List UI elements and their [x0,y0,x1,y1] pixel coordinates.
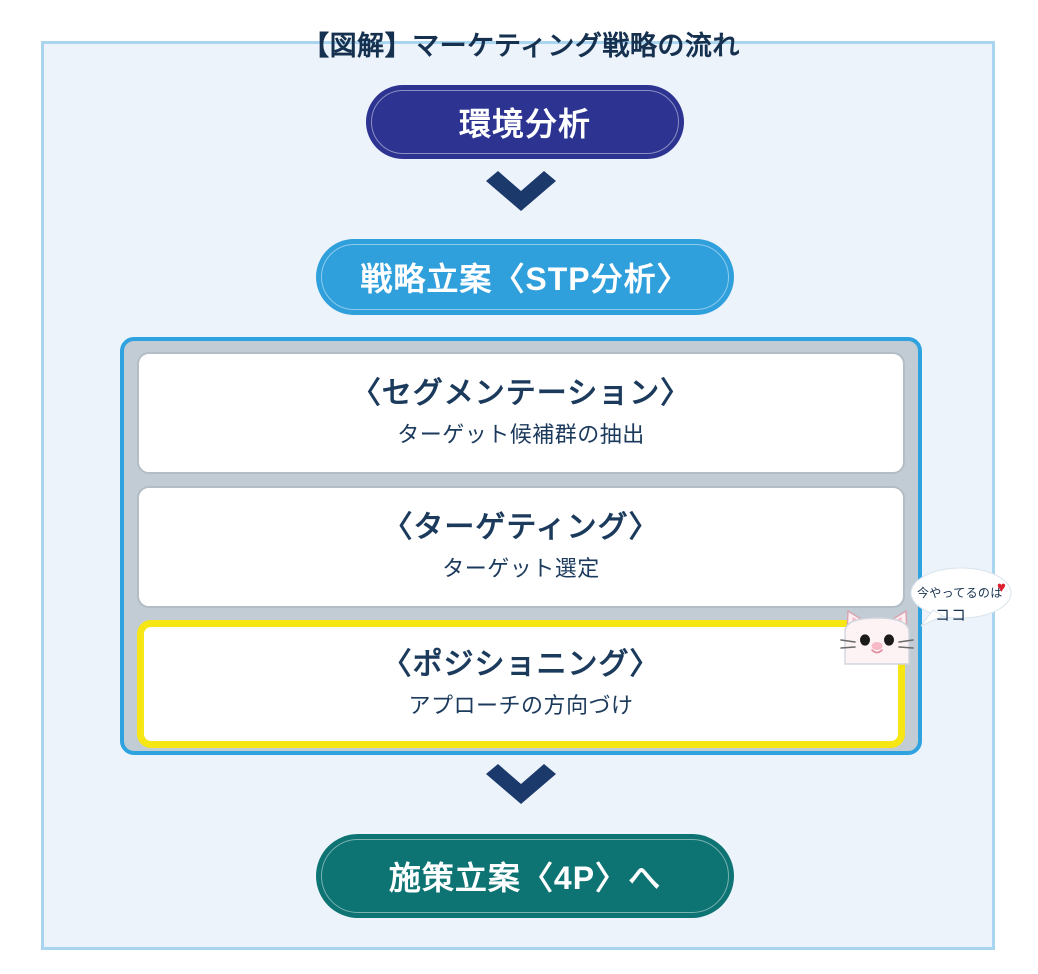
stp-item-positioning-title: 〈ポジショニング〉 [381,647,661,681]
stp-item-targeting-title: 〈ターゲティング〉 [382,510,660,544]
double-chevron-down-icon-bottom [484,762,558,810]
page-title: 【図解】マーケティング戦略の流れ [302,31,740,61]
bubble-line-2: ココ [935,607,968,624]
stp-item-targeting-desc: ターゲット選定 [442,556,600,582]
flow-step-strategy-stp[interactable]: 戦略立案〈STP分析〉 [316,239,734,315]
stp-item-positioning-desc: アプローチの方向づけ [408,693,634,719]
stp-item-positioning[interactable]: 〈ポジショニング〉 アプローチの方向づけ [137,620,905,748]
cat-face-icon [840,609,914,665]
flow-step-environment-analysis-label: 環境分析 [458,106,591,142]
stp-group-container: 〈セグメンテーション〉 ターゲット候補群の抽出 〈ターゲティング〉 ターゲット選… [120,337,922,755]
speech-bubble [910,567,1012,627]
stp-item-segmentation-title: 〈セグメンテーション〉 [350,376,692,410]
flow-step-tactics-4p-label: 施策立案〈4P〉へ [388,860,662,896]
stp-item-targeting[interactable]: 〈ターゲティング〉 ターゲット選定 [137,486,905,608]
double-chevron-down-icon-top [484,169,558,217]
mascot-group: 今やってるのは ♥ ココ [799,556,1012,666]
stp-item-segmentation[interactable]: 〈セグメンテーション〉 ターゲット候補群の抽出 [137,352,905,474]
diagram-frame: 【図解】マーケティング戦略の流れ 環境分析 戦略立案〈STP分析〉 〈セグメンテ… [41,31,1012,950]
flow-step-tactics-4p[interactable]: 施策立案〈4P〉へ [316,834,734,918]
flow-step-strategy-stp-label: 戦略立案〈STP分析〉 [360,261,690,297]
flow-step-environment-analysis[interactable]: 環境分析 [366,85,684,159]
bubble-line-1: 今やってるのは [917,586,1003,600]
heart-icon: ♥ [997,579,1006,596]
stp-item-segmentation-desc: ターゲット候補群の抽出 [397,422,645,448]
